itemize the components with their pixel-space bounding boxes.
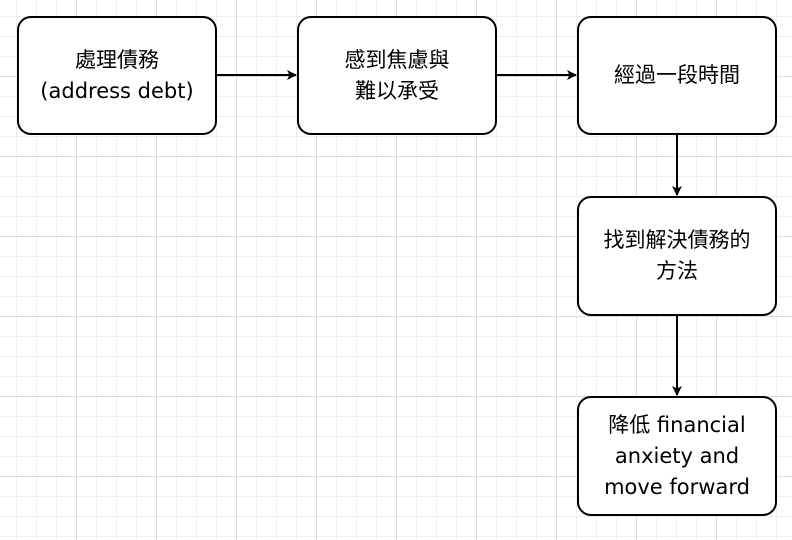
node-reduce-anxiety-label: 降低 financial anxiety and move forward [604,412,750,499]
node-time-passes-label: 經過一段時間 [614,63,740,87]
node-reduce-anxiety[interactable]: 降低 financial anxiety and move forward [577,396,777,516]
node-find-solution[interactable]: 找到解決債務的 方法 [577,196,777,316]
node-anxiety-overwhelmed-label: 感到焦慮與 難以承受 [344,47,450,103]
node-address-debt[interactable]: 處理債務 (address debt) [17,16,217,135]
node-time-passes[interactable]: 經過一段時間 [577,16,777,135]
node-address-debt-label: 處理債務 (address debt) [40,47,194,103]
node-find-solution-label: 找到解決債務的 方法 [603,228,751,283]
node-anxiety-overwhelmed[interactable]: 感到焦慮與 難以承受 [297,16,497,135]
